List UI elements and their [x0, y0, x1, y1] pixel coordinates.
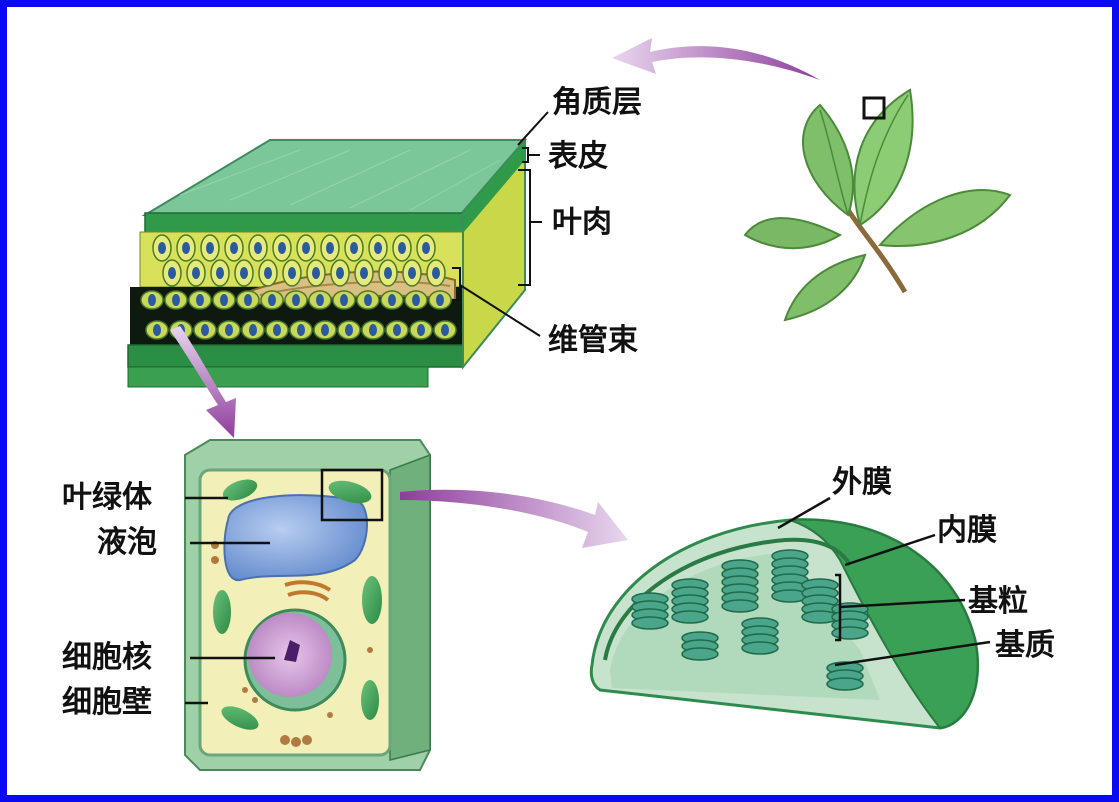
label-stroma: 基质: [995, 628, 1055, 663]
label-nucleus: 细胞核: [62, 640, 152, 675]
plant-cell: [185, 440, 430, 770]
label-chloroplast: 叶绿体: [62, 480, 153, 515]
label-epidermis: 表皮: [548, 139, 608, 174]
label-grana: 基粒: [968, 584, 1028, 619]
label-vascular-bundle: 维管束: [548, 323, 638, 358]
leaf-sprig: [745, 90, 1010, 320]
label-vacuole: 液泡: [97, 525, 157, 560]
label-outer-membrane: 外膜: [832, 465, 892, 500]
label-cuticle: 角质层: [552, 85, 642, 120]
label-inner-membrane: 内膜: [937, 513, 997, 548]
label-cell-wall: 细胞壁: [62, 685, 152, 720]
arrow-leaf-to-section: [612, 38, 820, 80]
label-mesophyll: 叶肉: [552, 205, 612, 240]
arrow-cell-to-chloroplast: [400, 490, 628, 548]
